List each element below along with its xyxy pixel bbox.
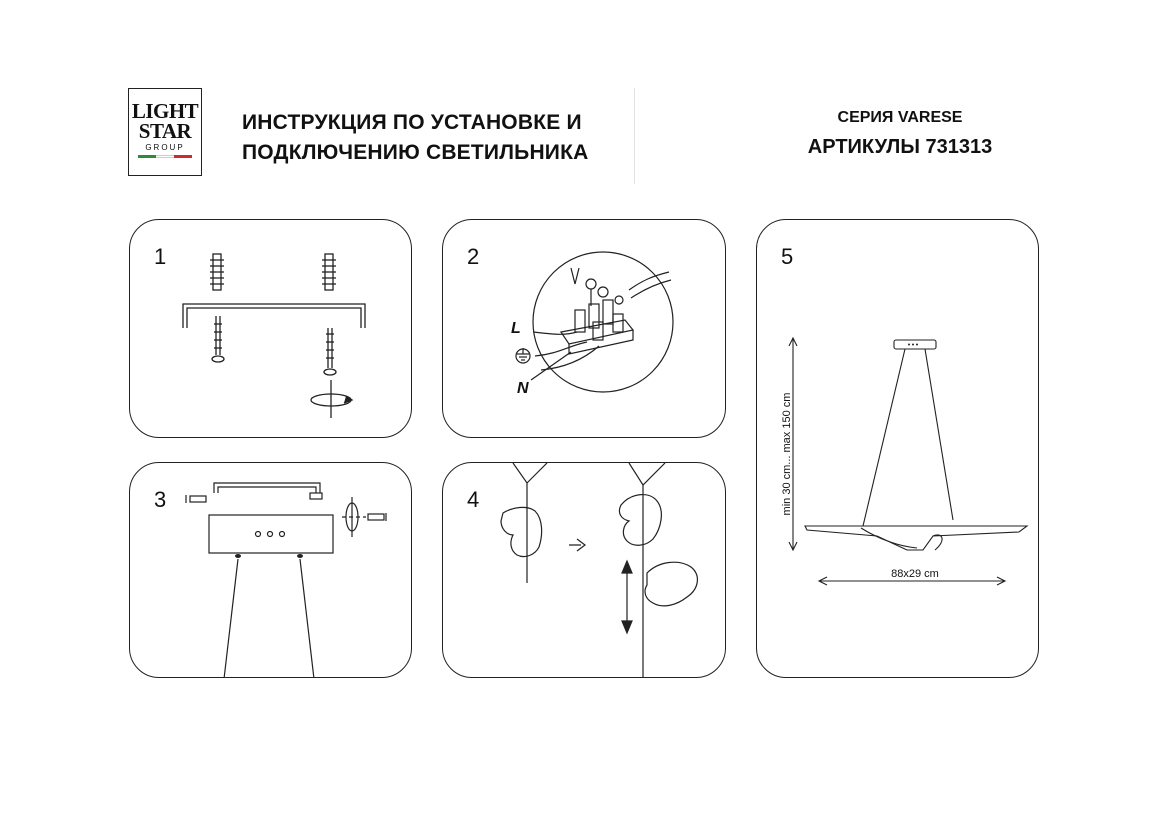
header-divider	[634, 88, 635, 184]
rotation-arrow-icon	[345, 497, 359, 537]
brand-logo: LIGHT STAR GROUP	[128, 88, 202, 176]
series-block: СЕРИЯ VARESE АРТИКУЛЫ 731313	[780, 108, 1020, 160]
hand-icon	[618, 494, 662, 546]
step-number: 1	[154, 244, 167, 269]
step-3-panel: 3	[129, 462, 412, 678]
live-wire-label: L	[511, 320, 521, 337]
step-number: 4	[467, 487, 480, 512]
wall-plug-icon	[322, 253, 336, 291]
step-1-panel: 1	[129, 219, 412, 438]
mounting-bracket	[182, 303, 366, 328]
step-4-panel: 4	[442, 462, 726, 678]
step-number: 5	[781, 244, 794, 269]
width-dimension-label: 88x29 cm	[891, 568, 939, 580]
step-number: 2	[467, 244, 480, 269]
step-number: 3	[154, 487, 167, 512]
rotation-arrow-icon	[310, 380, 354, 418]
wall-plug-icon	[210, 253, 224, 291]
document-title: ИНСТРУКЦИЯ ПО УСТАНОВКЕ И ПОДКЛЮЧЕНИЮ СВ…	[242, 108, 589, 168]
title-line-2: ПОДКЛЮЧЕНИЮ СВЕТИЛЬНИКА	[242, 141, 589, 164]
article-numbers: АРТИКУЛЫ 731313	[807, 136, 993, 158]
logo-text-star: STAR	[138, 119, 192, 143]
screw-icon	[323, 328, 337, 376]
screw-icon	[185, 495, 207, 503]
hand-icon	[500, 506, 543, 558]
screw-icon	[367, 513, 387, 521]
step-2-panel: 2 L N	[442, 219, 726, 438]
arrow-right-icon	[569, 538, 586, 552]
series-name: СЕРИЯ VARESE	[837, 109, 963, 126]
canopy-fixing-illustration	[185, 482, 387, 677]
lamp-shade	[804, 525, 1029, 551]
canopy-box	[208, 514, 334, 554]
logo-flag-stripe	[138, 155, 192, 158]
logo-text-group: GROUP	[145, 143, 185, 152]
terminal-magnify-circle	[532, 251, 674, 393]
mounting-bracket-illustration	[182, 253, 366, 418]
wiring-terminal-illustration	[515, 251, 674, 393]
ceiling-canopy	[893, 339, 937, 350]
title-line-1: ИНСТРУКЦИЯ ПО УСТАНОВКЕ И	[242, 111, 582, 134]
hand-icon	[644, 561, 698, 607]
pendant-dimensions-illustration	[788, 336, 1029, 586]
neutral-wire-label: N	[517, 380, 529, 397]
screw-icon	[211, 316, 225, 363]
step-5-panel: 5 min 30 cm... max 150 cm 88x29 cm	[756, 219, 1039, 678]
height-adjustment-illustration	[500, 463, 698, 677]
logo-text-light: LIGHT	[131, 99, 199, 123]
